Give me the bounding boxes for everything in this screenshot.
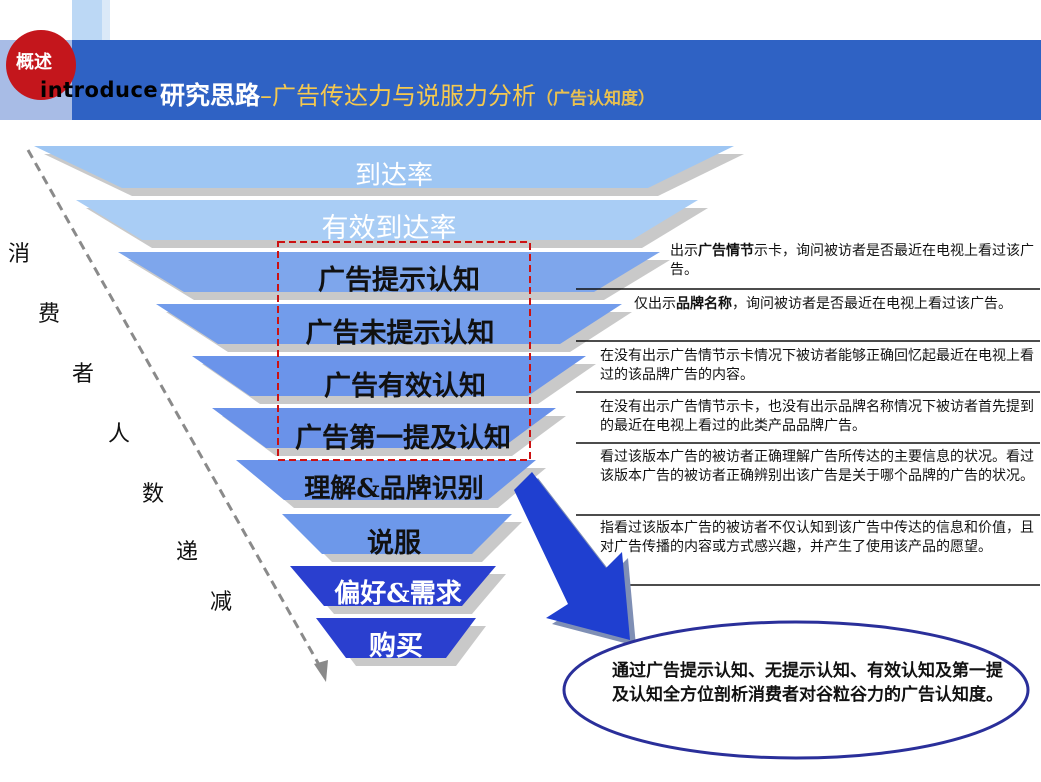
funnel-level-2-label: 有效到达率 [321, 213, 457, 244]
summary-text: 通过广告提示认知、无提示认知、有效认知及第一提及认知全方位剖析消费者对谷粒谷力的… [612, 661, 1003, 705]
title-main: 研究思路 [160, 81, 261, 110]
funnel-level-9-label: 偏好&需求 [334, 579, 462, 609]
description-emphasis: 品牌名称 [676, 296, 732, 312]
overview-badge [6, 30, 76, 100]
title-note: （广告认知度） [536, 89, 656, 109]
description-text: 看过该版本广告的被访者正确理解广告所传达的主要信息的状况。看过该版本广告的被访者… [600, 449, 1034, 484]
page-title: 研究思路–广告传达力与说服力分析（广告认知度） [160, 76, 655, 112]
funnel-level-10-shape [316, 618, 486, 666]
summary-ellipse [562, 620, 1030, 760]
funnel-level-3-shape [118, 252, 670, 300]
funnel-level-2-shape [76, 200, 708, 248]
decreasing-dashed-arrow [26, 149, 324, 671]
side-label-char-3: 者 [72, 362, 95, 387]
funnel-level-5-label: 广告有效认知 [324, 371, 486, 402]
funnel-level-8-label: 说服 [367, 528, 421, 559]
introduce-label: introduce [40, 78, 159, 102]
funnel-level-6-shape [212, 408, 566, 456]
funnel-level-10-label: 购买 [369, 631, 423, 662]
side-label-char-5: 数 [142, 482, 165, 507]
description-effective-awareness: 在没有出示广告情节示卡情况下被访者能够正确回忆起最近在电视上看过的该品牌广告的内… [600, 347, 1038, 385]
description-dividers [576, 288, 1040, 586]
header-bar [72, 40, 1041, 120]
title-separator: – [260, 82, 273, 110]
description-persuasion: 指看过该版本广告的被访者不仅认知到该广告中传达的信息和价值，且对广告传播的内容或… [600, 519, 1038, 557]
dashed-arrow-head [314, 660, 328, 682]
funnel-level-7-label: 理解&品牌识别 [304, 474, 484, 504]
side-label-char-4: 人 [108, 422, 131, 447]
summary-arrow [514, 472, 636, 646]
funnel-level-9-shape [290, 566, 506, 614]
description-text: 示卡，询问被访者是否最近在电视上看过该广告。 [670, 243, 1034, 278]
description-text: 仅出示 [634, 296, 676, 312]
side-label-char-1: 消 [8, 242, 31, 267]
side-label-char-6: 递 [176, 540, 199, 565]
side-label-char-7: 减 [210, 590, 233, 615]
funnel-level-6-label: 广告第一提及认知 [295, 423, 511, 454]
description-prompted-awareness: 出示广告情节示卡，询问被访者是否最近在电视上看过该广告。 [670, 242, 1040, 280]
description-text: 在没有出示广告情节示卡，也没有出示品牌名称情况下被访者首先提到的最近在电视上看过… [600, 399, 1034, 434]
funnel-level-1-shape [34, 146, 744, 196]
description-text: 在没有出示广告情节示卡情况下被访者能够正确回忆起最近在电视上看过的该品牌广告的内… [600, 348, 1034, 383]
description-understanding-brand: 看过该版本广告的被访者正确理解广告所传达的主要信息的状况。看过该版本广告的被访者… [600, 448, 1038, 486]
overview-badge-label: 概述 [16, 52, 52, 73]
description-text: ，询问被访者是否最近在电视上看过该广告。 [732, 296, 1012, 312]
description-first-mention-awareness: 在没有出示广告情节示卡，也没有出示品牌名称情况下被访者首先提到的最近在电视上看过… [600, 398, 1038, 436]
description-text: 出示 [670, 243, 698, 259]
description-emphasis: 广告情节 [698, 243, 754, 259]
side-label-char-2: 费 [38, 302, 61, 327]
funnel-level-1-label: 到达率 [354, 161, 433, 191]
funnel-level-3-label: 广告提示认知 [318, 265, 480, 296]
funnel-level-7-shape [236, 460, 546, 508]
funnel-level-5-shape [192, 356, 596, 404]
description-unprompted-awareness: 仅出示品牌名称，询问被访者是否最近在电视上看过该广告。 [634, 295, 1038, 314]
awareness-highlight-box [277, 241, 531, 461]
description-text: 指看过该版本广告的被访者不仅认知到该广告中传达的信息和价值，且对广告传播的内容或… [600, 520, 1034, 555]
funnel-level-4-label: 广告未提示认知 [305, 318, 495, 349]
funnel-level-8-shape [282, 514, 522, 562]
funnel-level-4-shape [156, 304, 632, 352]
title-sub: 广告传达力与说服力分析 [272, 82, 537, 110]
